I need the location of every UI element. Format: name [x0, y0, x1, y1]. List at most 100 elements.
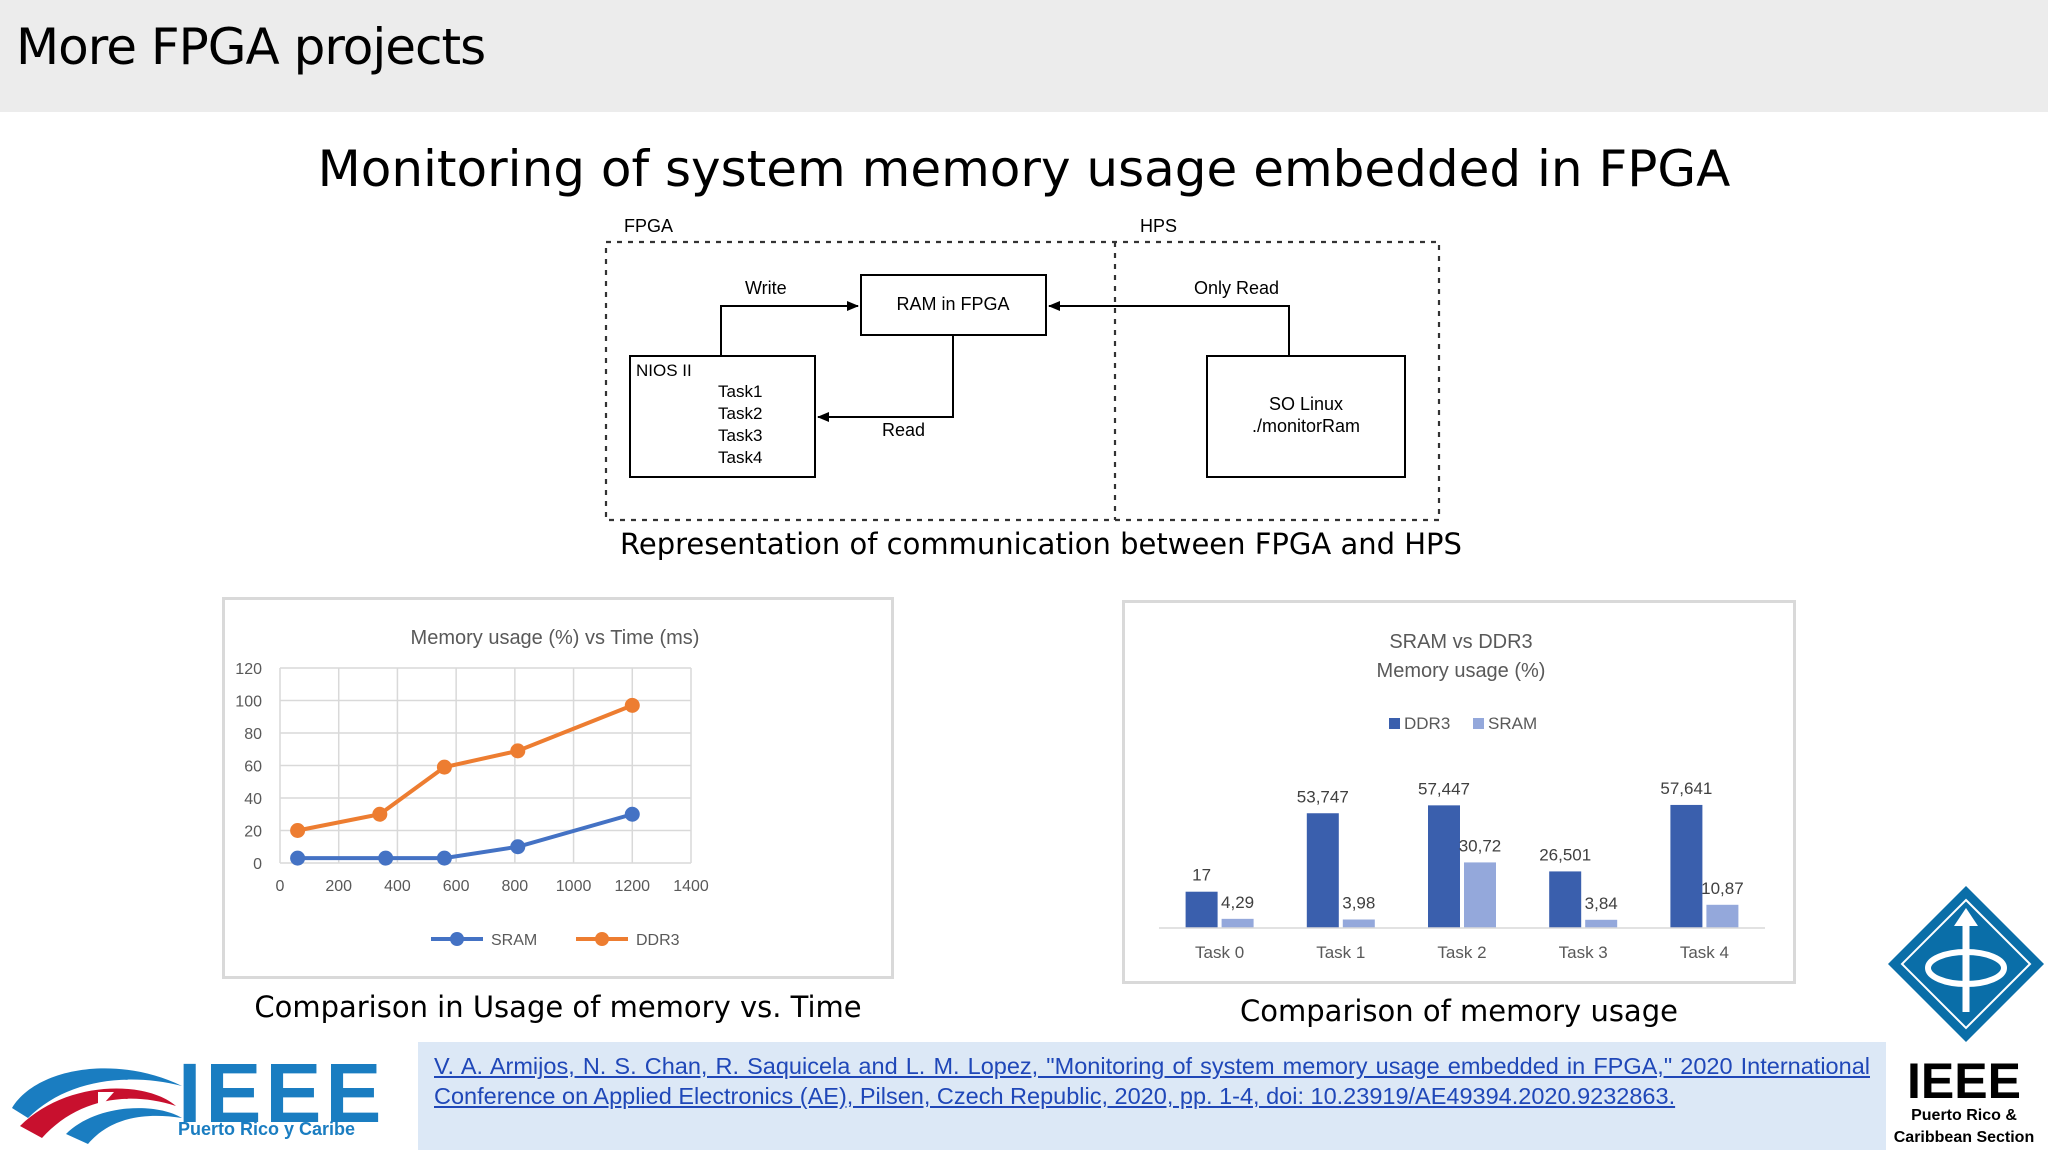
swoosh-icon	[12, 1068, 182, 1144]
linux-label: SO Linux	[1269, 394, 1343, 414]
y-tick-label: 100	[235, 694, 262, 711]
data-point-ddr3	[372, 806, 388, 822]
data-label-sram: 10,87	[1701, 879, 1744, 898]
series-line-ddr3	[297, 703, 634, 833]
x-tick-label: 1200	[614, 878, 650, 895]
bar-ddr3	[1428, 805, 1460, 928]
only-read-arrow	[1048, 301, 1290, 356]
data-point-sram	[290, 850, 306, 866]
reference-link[interactable]: V. A. Armijos, N. S. Chan, R. Saquicela …	[434, 1053, 1870, 1109]
x-tick-label: Task 3	[1559, 943, 1608, 962]
task-label: Task3	[718, 426, 762, 445]
read-arrow	[817, 335, 954, 422]
data-label-ddr3: 57,641	[1660, 779, 1712, 798]
bar-sram	[1706, 904, 1739, 928]
data-label-ddr3: 17	[1192, 866, 1211, 885]
write-arrow	[720, 301, 859, 356]
data-label-ddr3: 53,747	[1297, 787, 1349, 806]
x-tick-label: 200	[325, 878, 352, 895]
diagram-caption: Representation of communication between …	[620, 527, 1462, 561]
legend-label: SRAM	[491, 932, 537, 949]
bar-sram	[1342, 919, 1375, 928]
bar-chart-panel: SRAM vs DDR3 Memory usage (%) DDR3 SRAM 1…	[1122, 600, 1796, 984]
data-point-sram	[378, 850, 394, 866]
x-tick-label: 400	[384, 878, 411, 895]
bar-sram	[1585, 919, 1618, 928]
bar-ddr3	[1306, 813, 1339, 928]
nios-label: NIOS II	[636, 361, 692, 380]
ieee-wordmark: IEEE	[178, 1046, 385, 1140]
read-label: Read	[882, 420, 925, 440]
x-tick-label: 1000	[556, 878, 592, 895]
legend-swatch-ddr3	[1389, 718, 1400, 729]
bar-ddr3	[1670, 804, 1703, 928]
ieee-section-logo: IEEE Puerto Rico & Caribbean Section	[1888, 886, 2044, 1146]
slide-title: Monitoring of system memory usage embedd…	[317, 140, 1731, 198]
bar-ddr3	[1185, 891, 1218, 928]
ieee-puerto-rico-logo: IEEE Puerto Rico y Caribe	[12, 1046, 385, 1144]
nios-box	[629, 355, 816, 478]
x-tick-label: Task 0	[1195, 943, 1244, 962]
only-read-label: Only Read	[1194, 278, 1279, 298]
page-title: More FPGA projects	[16, 18, 486, 76]
legend-label: SRAM	[1488, 714, 1537, 733]
ram-label: RAM in FPGA	[896, 294, 1009, 314]
y-tick-label: 20	[244, 824, 262, 841]
chart-subtitle: Memory usage (%)	[1377, 660, 1546, 682]
fpga-region-label: FPGA	[624, 216, 673, 236]
monitor-label: ./monitorRam	[1252, 416, 1360, 436]
x-tick-label: 800	[502, 878, 529, 895]
chart-title: SRAM vs DDR3	[1389, 631, 1532, 653]
ieee-region-label: Puerto Rico y Caribe	[178, 1119, 355, 1139]
bar-chart-caption: Comparison of memory usage	[1240, 994, 1678, 1028]
x-tick-label: 0	[276, 878, 285, 895]
data-point-ddr3	[510, 743, 526, 759]
data-label-sram: 4,29	[1221, 893, 1254, 912]
y-tick-label: 120	[235, 661, 262, 678]
hps-region-label: HPS	[1140, 216, 1177, 236]
chart-title: Memory usage (%) vs Time (ms)	[411, 627, 700, 649]
bar-ddr3	[1549, 871, 1582, 928]
data-point-sram	[624, 806, 640, 822]
data-point-ddr3	[436, 759, 452, 775]
ieee-diamond-icon	[1888, 886, 2044, 1042]
communication-diagram: FPGA HPS RAM in FPGA NIOS II Task1 Task2…	[604, 216, 1441, 522]
x-tick-label: 600	[443, 878, 470, 895]
y-tick-label: 40	[244, 791, 262, 808]
bar-sram	[1221, 918, 1254, 928]
data-point-sram	[510, 839, 526, 855]
data-label-ddr3: 26,501	[1539, 845, 1591, 864]
y-tick-label: 0	[253, 856, 262, 873]
line-chart: Memory usage (%) vs Time (ms) 0 20 40 60 80 1…	[235, 627, 709, 949]
bar-sram	[1464, 862, 1496, 928]
task-label: Task4	[718, 448, 762, 467]
legend-marker-sram	[450, 932, 464, 946]
line-chart-panel: Memory usage (%) vs Time (ms) 0 20 40 60 80 1…	[222, 597, 894, 979]
data-label-sram: 3,98	[1342, 894, 1375, 913]
ieee-section-wordmark: IEEE	[1907, 1053, 2021, 1109]
legend-label: DDR3	[636, 932, 680, 949]
data-point-sram	[436, 850, 452, 866]
task-label: Task1	[718, 382, 762, 401]
data-point-ddr3	[624, 697, 640, 713]
task-label: Task2	[718, 404, 762, 423]
ieee-section-line1: Puerto Rico &	[1911, 1107, 2017, 1124]
x-tick-label: Task 1	[1316, 943, 1365, 962]
data-label-ddr3: 57,447	[1418, 779, 1470, 798]
data-point-ddr3	[290, 823, 306, 838]
legend-swatch-sram	[1473, 718, 1484, 729]
x-tick-label: Task 4	[1680, 943, 1729, 962]
reference-box: V. A. Armijos, N. S. Chan, R. Saquicela …	[418, 1042, 1886, 1150]
ieee-section-line2: Caribbean Section	[1894, 1129, 2034, 1146]
header-bar: More FPGA projects	[0, 0, 2048, 112]
legend-label: DDR3	[1404, 714, 1450, 733]
y-tick-label: 80	[244, 726, 262, 743]
write-label: Write	[745, 278, 787, 298]
data-label-sram: 30,72	[1459, 836, 1502, 855]
data-label-sram: 3,84	[1585, 894, 1618, 913]
y-tick-label: 60	[244, 759, 262, 776]
diagram-dashed-border	[604, 240, 1441, 522]
bar-chart: SRAM vs DDR3 Memory usage (%) DDR3 SRAM 1…	[1159, 631, 1765, 962]
x-tick-label: 1400	[673, 878, 709, 895]
legend-marker-ddr3	[595, 932, 609, 946]
